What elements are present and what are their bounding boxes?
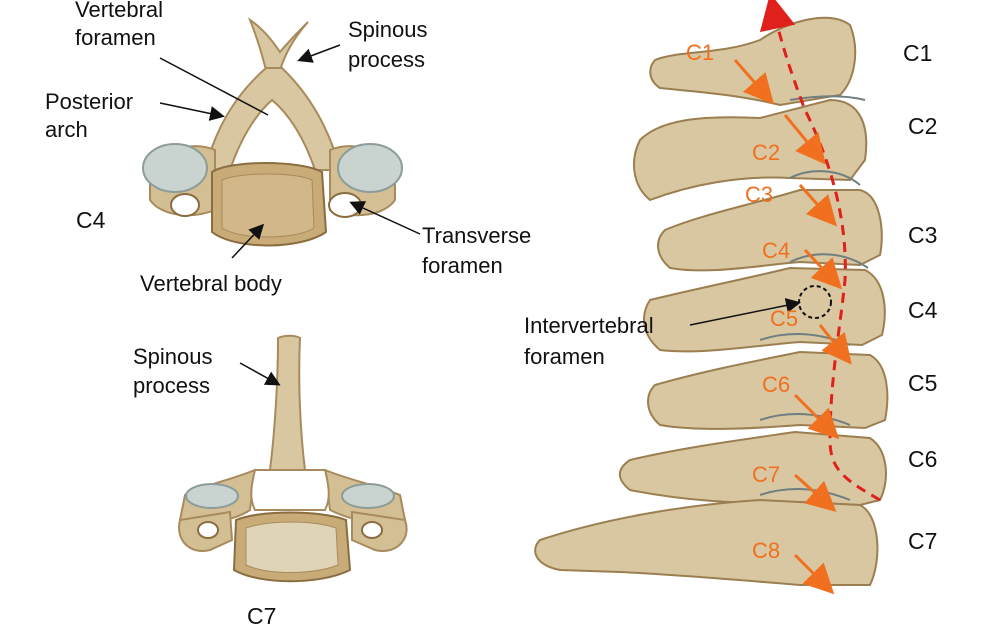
lateral-cervical-spine <box>534 16 889 586</box>
label-intervertebral-foramen-1: Intervertebral <box>524 313 654 338</box>
leader-lines <box>159 44 801 386</box>
nerve-arrows <box>733 59 852 595</box>
nerve-label-c4: C4 <box>762 238 791 263</box>
label-posterior-arch-1: Posterior <box>45 89 134 114</box>
label-vertebral-foramen-1: Vertebral <box>75 0 164 22</box>
level-label-c3: C3 <box>908 222 938 248</box>
level-label-c5: C5 <box>908 370 938 396</box>
c4-vertebra <box>142 17 403 247</box>
label-vertebral-foramen-2: foramen <box>75 25 156 50</box>
vertebral-artery-dashed-path <box>759 0 881 502</box>
nerve-label-c8: C8 <box>752 538 781 563</box>
nerve-label-c2: C2 <box>752 140 781 165</box>
label-transverse-foramen-2: foramen <box>422 253 503 278</box>
label-spinous-process-bottom-1: Spinous <box>133 344 213 369</box>
label-transverse-foramen-1: Transverse <box>422 223 532 248</box>
label-spinous-process-top-1: Spinous <box>348 17 428 42</box>
nerve-label-c6: C6 <box>762 372 791 397</box>
label-c7-bottom: C7 <box>247 603 277 629</box>
level-label-c2: C2 <box>908 113 938 139</box>
nerve-label-c3: C3 <box>745 182 774 207</box>
label-posterior-arch-2: arch <box>45 117 88 142</box>
c7-vertebra <box>178 334 408 583</box>
nerve-label-c5: C5 <box>770 306 799 331</box>
label-vertebral-body: Vertebral body <box>140 271 282 296</box>
nerve-label-c1: C1 <box>686 40 715 65</box>
level-label-c7: C7 <box>908 528 938 554</box>
level-label-c4: C4 <box>908 297 938 323</box>
label-intervertebral-foramen-2: foramen <box>524 344 605 369</box>
label-spinous-process-top-2: process <box>348 47 426 72</box>
level-label-c1: C1 <box>903 40 933 66</box>
label-c4-left: C4 <box>76 207 106 233</box>
level-label-c6: C6 <box>908 446 938 472</box>
nerve-label-c7: C7 <box>752 462 781 487</box>
label-spinous-process-bottom-2: process <box>133 373 211 398</box>
